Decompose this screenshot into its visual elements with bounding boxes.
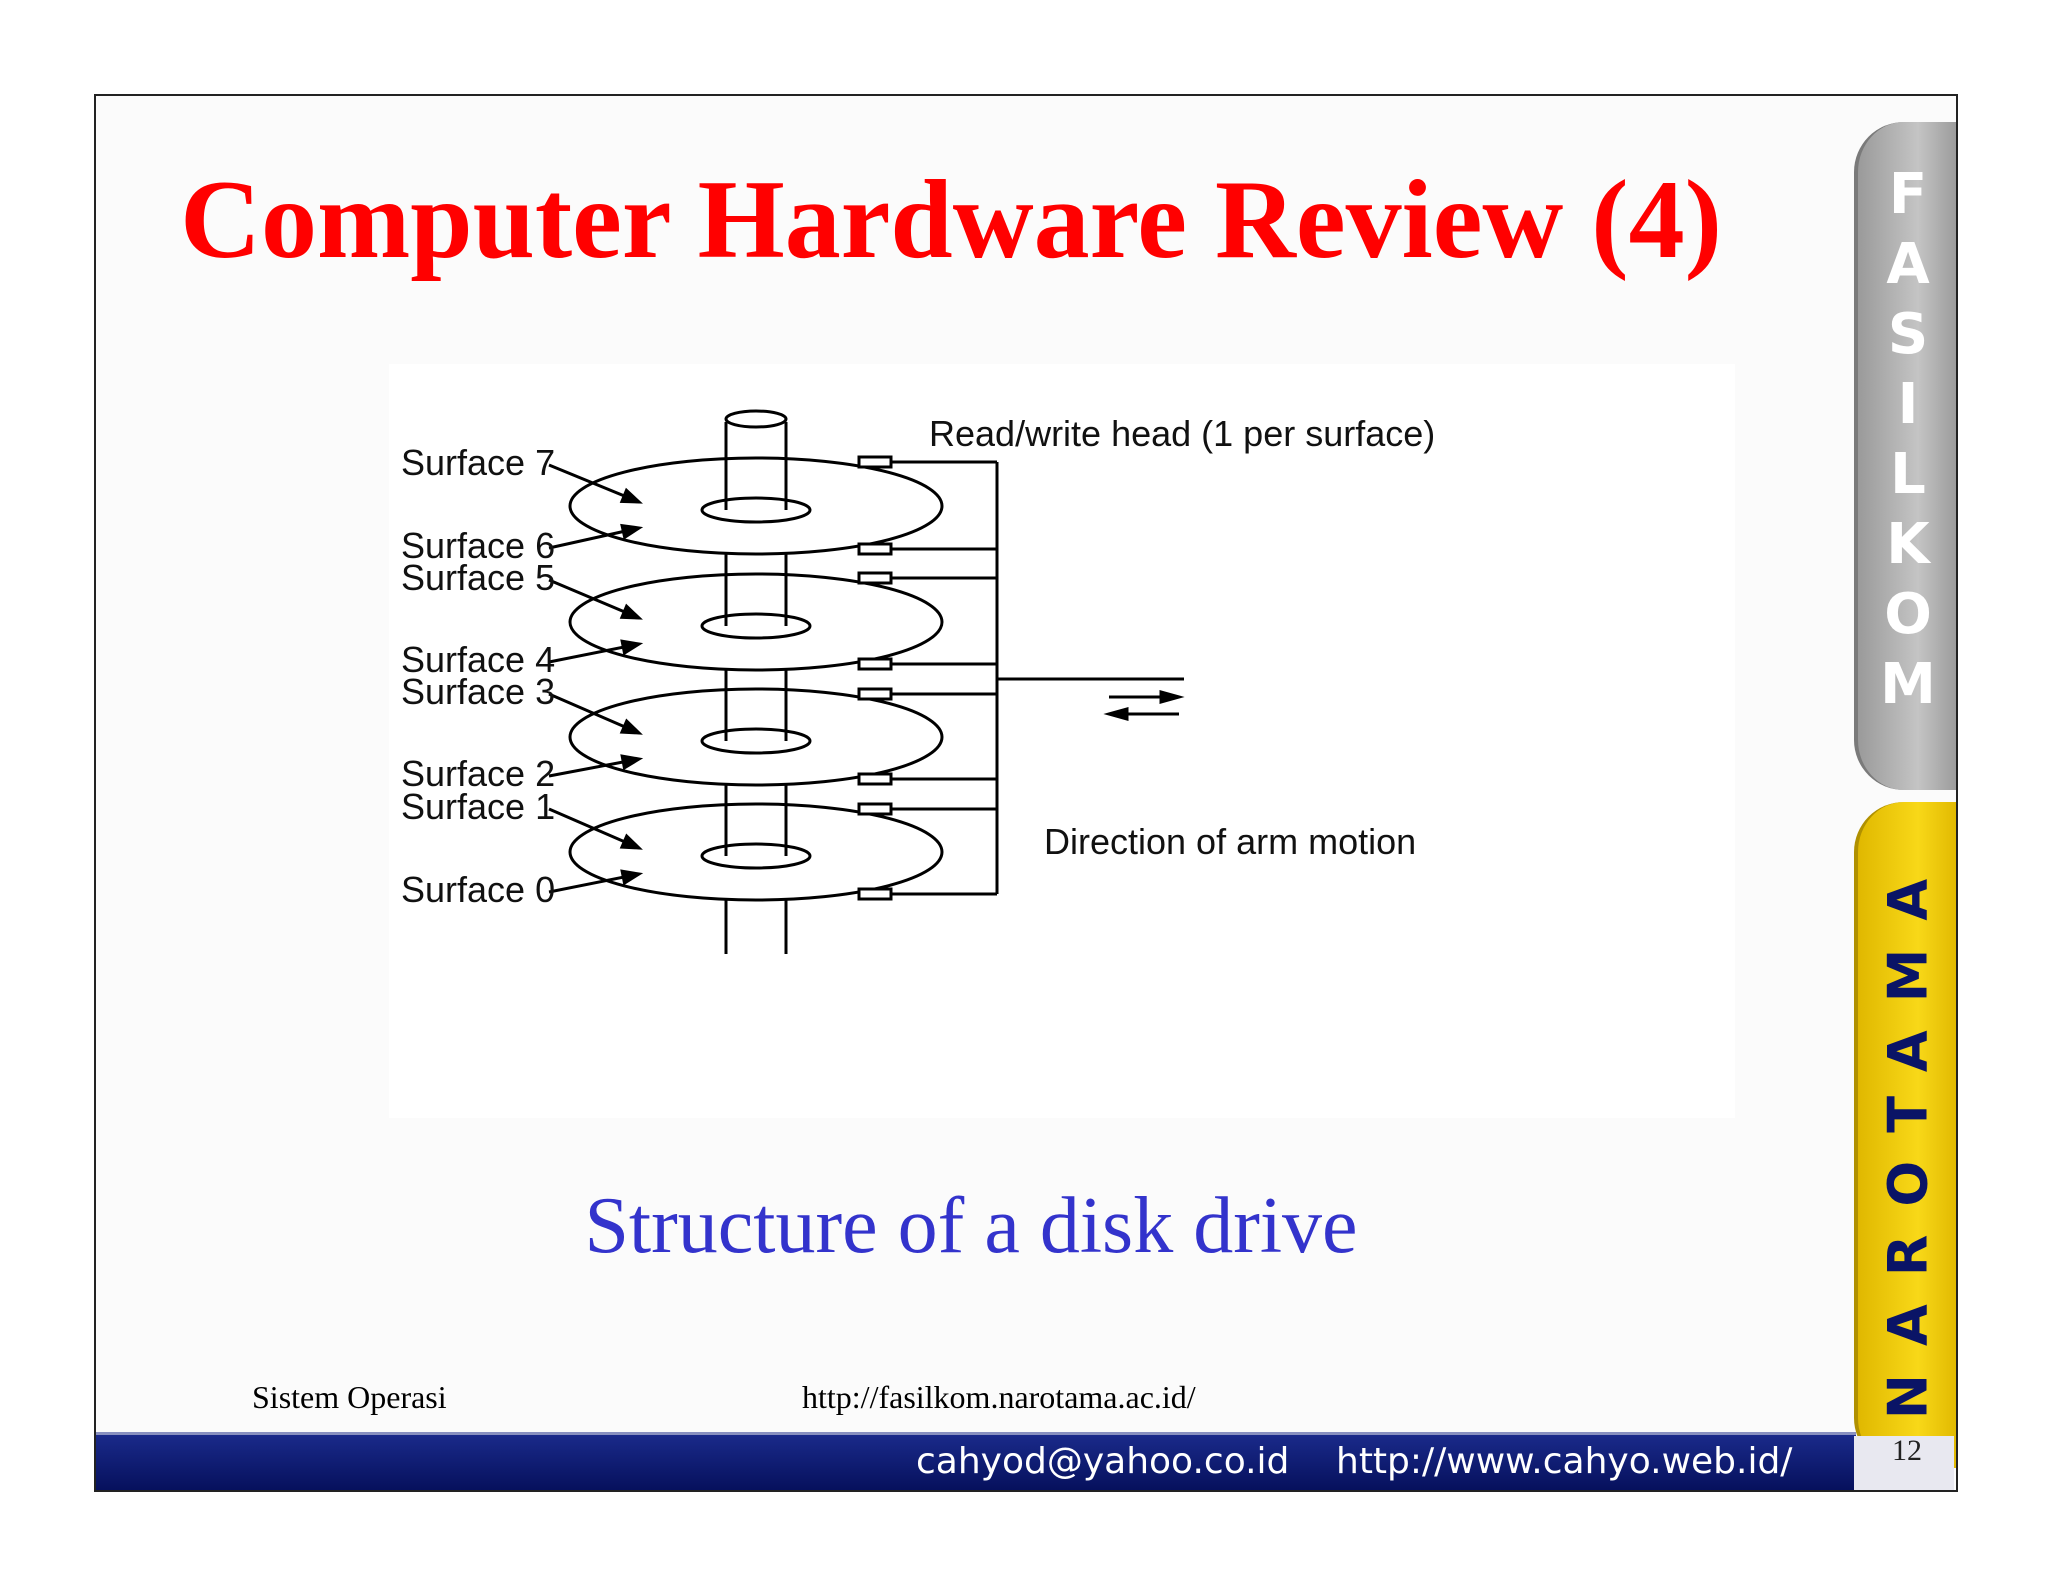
surface-label: Surface 3: [401, 671, 555, 712]
fasilkom-letter: S: [1887, 302, 1929, 367]
platter-hub: [700, 842, 812, 870]
footer-website: http://www.cahyo.web.id/: [1336, 1441, 1793, 1482]
arrowhead: [620, 869, 644, 886]
arm-motion-label: Direction of arm motion: [1044, 821, 1416, 862]
fasilkom-letter: F: [1888, 162, 1928, 227]
slide: Computer Hardware Review (4) Surface 7 Su…: [94, 94, 1958, 1492]
surface-label: Surface 7: [401, 442, 555, 483]
read-write-head-label: Read/write head (1 per surface): [929, 413, 1435, 454]
disk-drive-structure: [548, 409, 1185, 954]
read-write-head: [857, 887, 893, 901]
surface-label: Surface 2: [401, 753, 555, 794]
arrowhead: [619, 603, 643, 620]
footer-url: http://fasilkom.narotama.ac.id/: [802, 1379, 1196, 1415]
fasilkom-letter: I: [1897, 372, 1919, 437]
fasilkom-letter: K: [1886, 512, 1930, 577]
surface-label: Surface 5: [401, 557, 555, 598]
read-write-head: [857, 687, 893, 701]
surface-label: Surface 0: [401, 869, 555, 910]
footer-email: cahyod@yahoo.co.id: [916, 1441, 1290, 1482]
platter-hub: [700, 727, 812, 755]
surface-label: Surface 1: [401, 786, 555, 827]
read-write-head: [857, 542, 893, 556]
narotama-side-tab: NAROTAMA: [1854, 802, 1956, 1468]
arrowhead: [620, 523, 644, 540]
read-write-head: [857, 571, 893, 585]
diagram-caption: Structure of a disk drive: [584, 1182, 1358, 1270]
slide-title: Computer Hardware Review (4): [180, 158, 1722, 282]
surface-label: Surface 4: [401, 639, 555, 680]
arrowhead: [1159, 690, 1185, 704]
fasilkom-letter: L: [1890, 442, 1926, 507]
footer-corner: [1854, 1436, 1954, 1490]
arrowhead: [619, 718, 643, 735]
fasilkom-letter: M: [1880, 652, 1936, 717]
platter-hub: [700, 612, 812, 640]
footer-bar: cahyod@yahoo.co.id http://www.cahyo.web.…: [96, 1432, 1856, 1490]
page-number: 12: [1892, 1434, 1922, 1467]
platter-hub: [700, 496, 812, 524]
read-write-head: [857, 772, 893, 786]
footer-course-name: Sistem Operasi: [252, 1379, 447, 1415]
read-write-head: [857, 802, 893, 816]
surface-label: Surface 6: [401, 525, 555, 566]
read-write-head: [857, 657, 893, 671]
fasilkom-letter: O: [1884, 582, 1932, 647]
arrowhead: [620, 754, 644, 771]
narotama-lettering: NAROTAMA: [1876, 850, 1940, 1420]
fasilkom-letter: A: [1886, 232, 1930, 297]
arrowhead: [1103, 707, 1129, 721]
spindle-top: [724, 409, 788, 429]
arrowhead: [619, 487, 643, 504]
read-write-head: [857, 455, 893, 469]
arrowhead: [619, 833, 643, 850]
arrowhead: [620, 639, 644, 656]
